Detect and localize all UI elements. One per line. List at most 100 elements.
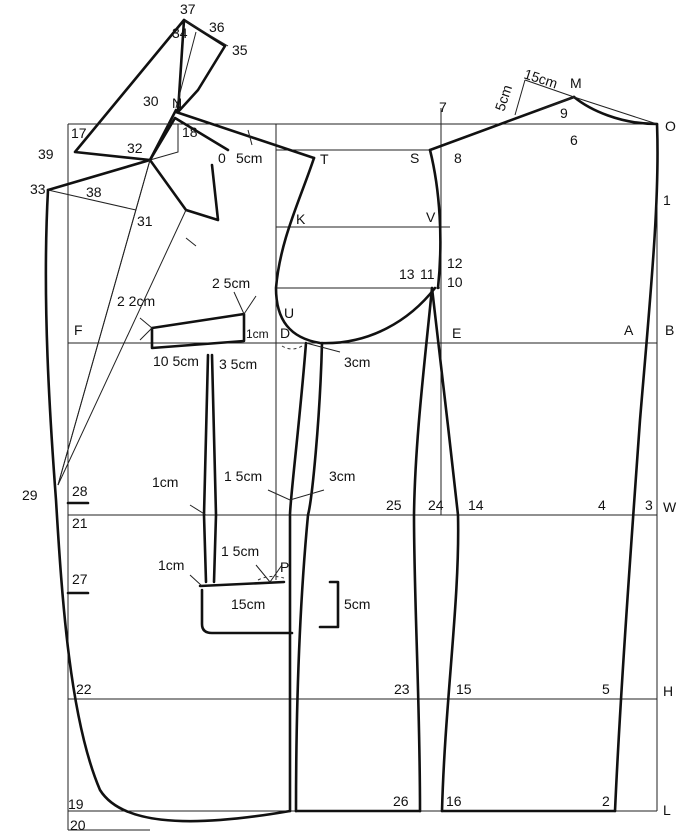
dart-right bbox=[210, 353, 218, 584]
lapel-guide bbox=[47, 189, 137, 211]
back-neck-curve bbox=[572, 95, 659, 126]
label-L: L bbox=[663, 802, 671, 818]
pocket-depth-bracket bbox=[318, 580, 340, 629]
label-12: 12 bbox=[447, 255, 463, 271]
front-armhole bbox=[274, 156, 437, 345]
arrow-1cm-pocket bbox=[189, 574, 203, 587]
arrow-2-2cm bbox=[139, 317, 153, 341]
lapel-outer bbox=[46, 158, 152, 192]
lapel-notch bbox=[73, 18, 186, 162]
label-B: B bbox=[665, 322, 674, 338]
side-back-seam-left bbox=[412, 286, 434, 813]
shoulder-inner bbox=[539, 96, 575, 111]
buttonhole-mark bbox=[185, 237, 197, 247]
label-E: E bbox=[452, 325, 461, 341]
label-19: 19 bbox=[68, 796, 84, 812]
pocket-top bbox=[198, 580, 286, 588]
label-36: 36 bbox=[209, 19, 225, 35]
label-32: 32 bbox=[127, 140, 143, 156]
label-31: 31 bbox=[137, 213, 153, 229]
dart-left bbox=[202, 353, 210, 584]
label-16: 16 bbox=[446, 793, 462, 809]
label-18: 18 bbox=[182, 124, 198, 140]
front-edge bbox=[44, 188, 292, 823]
label-30: 30 bbox=[143, 93, 159, 109]
label-10: 10 bbox=[447, 274, 463, 290]
label-T: T bbox=[320, 151, 329, 167]
dash-d-curve bbox=[281, 345, 303, 350]
label-K: K bbox=[296, 211, 306, 227]
label-37: 37 bbox=[180, 1, 196, 17]
arrow-1-5cm-waist bbox=[267, 489, 325, 501]
meas-3cm-side: 3cm bbox=[344, 354, 370, 370]
label-26: 26 bbox=[393, 793, 409, 809]
back-armhole bbox=[428, 148, 442, 290]
pointer-arrows bbox=[139, 129, 341, 587]
label-6: 6 bbox=[570, 132, 578, 148]
label-7: 7 bbox=[439, 99, 447, 115]
collar-inner-line bbox=[175, 31, 197, 109]
side-front-seam-left bbox=[288, 341, 308, 813]
chest-pocket bbox=[150, 312, 246, 350]
label-8: 8 bbox=[454, 150, 462, 166]
arrow-1-5cm-pocket bbox=[255, 564, 283, 583]
arrow-3cm-side bbox=[305, 342, 341, 353]
label-1: 1 bbox=[663, 192, 671, 208]
label-V: V bbox=[426, 209, 436, 225]
label-34: 34 bbox=[172, 25, 188, 41]
meas-1-5cm-pocket: 1 5cm bbox=[221, 543, 259, 559]
construction-grid bbox=[67, 108, 658, 831]
side-seams bbox=[288, 286, 617, 813]
label-O: O bbox=[665, 118, 676, 134]
label-17: 17 bbox=[71, 125, 87, 141]
label-33: 33 bbox=[30, 181, 46, 197]
shoulder-measure-tick bbox=[514, 79, 526, 116]
label-H: H bbox=[663, 683, 673, 699]
label-F: F bbox=[74, 322, 83, 338]
label-23: 23 bbox=[394, 681, 410, 697]
label-21: 21 bbox=[72, 515, 88, 531]
label-22: 22 bbox=[76, 681, 92, 697]
label-14: 14 bbox=[468, 497, 484, 513]
meas-1cm-flap: 1cm bbox=[246, 327, 269, 341]
collar-outline bbox=[176, 18, 227, 114]
back-piece bbox=[428, 79, 659, 813]
meas-5cm-neck: 5cm bbox=[236, 150, 262, 166]
dash-p-curve bbox=[257, 575, 285, 581]
button-marks bbox=[66, 501, 90, 595]
label-M: M bbox=[570, 75, 582, 91]
point-labels: 37 36 34 35 30 N 17 18 39 32 0 33 38 31 … bbox=[22, 1, 677, 833]
front-edge-line-curve bbox=[44, 188, 292, 823]
meas-2-2cm: 2 2cm bbox=[117, 293, 155, 309]
measurement-labels: 15cm 5cm 5cm 2 5cm 2 2cm 1cm 10 5cm 3 5c… bbox=[117, 66, 560, 612]
meas-15cm-pocket: 15cm bbox=[231, 596, 265, 612]
side-front-seam-right bbox=[294, 341, 324, 813]
meas-10-5cm: 10 5cm bbox=[153, 353, 199, 369]
collar-lapel bbox=[46, 18, 230, 486]
front-shoulder-line bbox=[174, 110, 316, 160]
pocket-bag bbox=[200, 588, 294, 635]
label-N: N bbox=[172, 95, 182, 111]
meas-15cm-shoulder: 15cm bbox=[522, 66, 560, 92]
meas-1-5cm-waist: 1 5cm bbox=[224, 468, 262, 484]
shoulder-measure-line bbox=[524, 79, 575, 98]
meas-5cm-pocket: 5cm bbox=[344, 596, 370, 612]
arrow-2-5cm bbox=[233, 291, 257, 316]
collar-fall-line bbox=[68, 123, 179, 161]
label-25: 25 bbox=[386, 497, 402, 513]
meas-3cm-waist: 3cm bbox=[329, 468, 355, 484]
label-11: 11 bbox=[420, 266, 435, 282]
collar-stand-line bbox=[183, 19, 229, 47]
label-38: 38 bbox=[86, 184, 102, 200]
back-shoulder-slope bbox=[573, 96, 658, 125]
back-center-seam bbox=[613, 122, 659, 813]
label-D: D bbox=[280, 325, 290, 341]
label-39: 39 bbox=[38, 146, 54, 162]
break-line bbox=[57, 209, 187, 486]
label-35: 35 bbox=[232, 42, 248, 58]
front-shoulder bbox=[174, 110, 437, 345]
label-13: 13 bbox=[399, 266, 415, 282]
label-9: 9 bbox=[560, 105, 568, 121]
arrow-neck-5cm bbox=[247, 129, 253, 146]
lapel-roll bbox=[148, 158, 220, 222]
